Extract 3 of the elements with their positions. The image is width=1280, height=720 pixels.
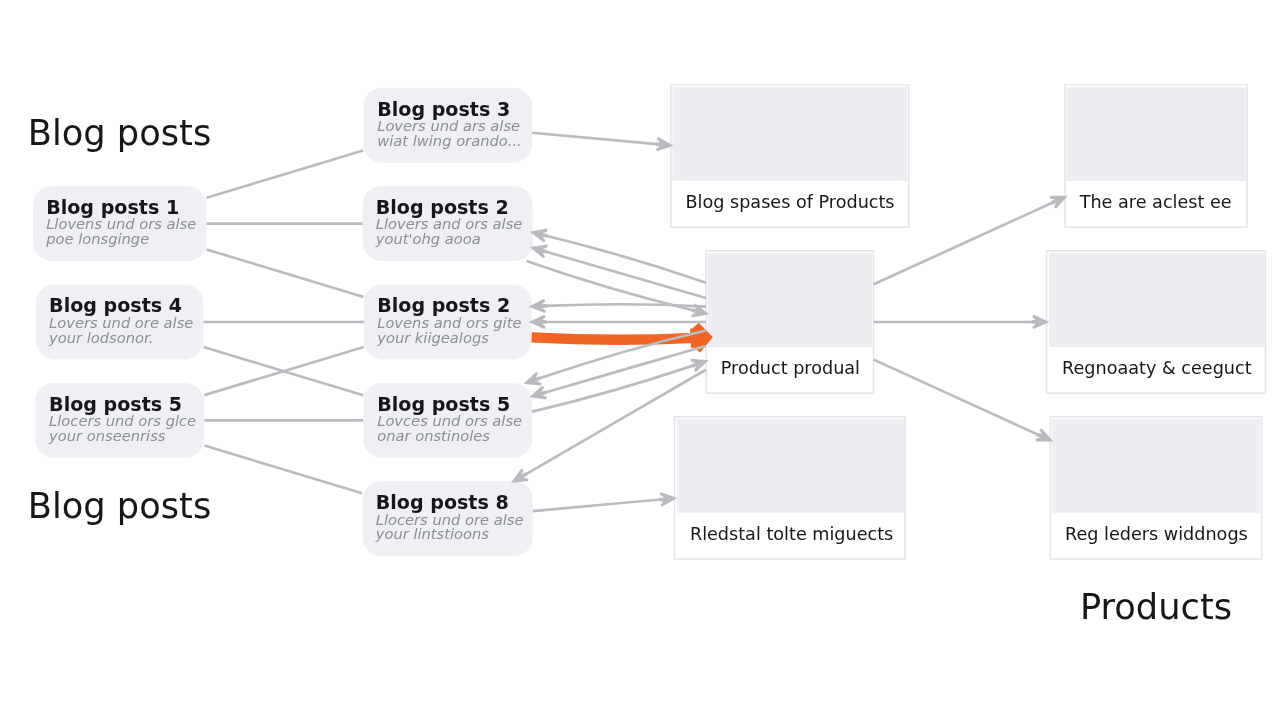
label: Blog posts: [27, 484, 212, 526]
label: Blog posts: [27, 111, 212, 153]
label: Products: [1079, 585, 1233, 627]
